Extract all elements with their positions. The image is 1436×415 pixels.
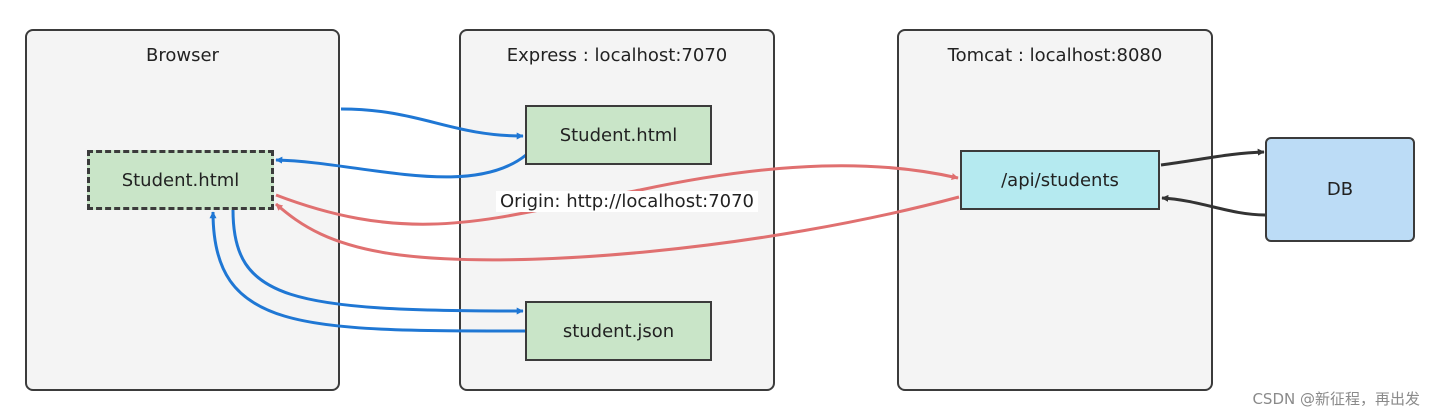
- tomcat-api-students-node: /api/students: [960, 150, 1160, 210]
- express-student-json-node: student.json: [525, 301, 712, 361]
- tomcat-container-title: Tomcat : localhost:8080: [947, 45, 1163, 66]
- tomcat-container: Tomcat : localhost:8080: [897, 29, 1213, 391]
- tomcat-api-students-label: /api/students: [1001, 169, 1119, 191]
- watermark: CSDN @新征程，再出发: [1252, 390, 1420, 408]
- db-node: DB: [1265, 137, 1415, 242]
- browser-student-html-label: Student.html: [121, 169, 240, 191]
- browser-container-title: Browser: [146, 45, 219, 66]
- express-student-html-label: Student.html: [559, 124, 678, 146]
- origin-edge-label: Origin: http://localhost:7070: [496, 191, 759, 212]
- browser-student-html-node: Student.html: [87, 150, 274, 210]
- express-student-json-label: student.json: [562, 320, 675, 342]
- express-student-html-node: Student.html: [525, 105, 712, 165]
- express-container-title: Express : localhost:7070: [506, 45, 728, 66]
- browser-container: Browser: [25, 29, 340, 391]
- db-label: DB: [1326, 179, 1354, 200]
